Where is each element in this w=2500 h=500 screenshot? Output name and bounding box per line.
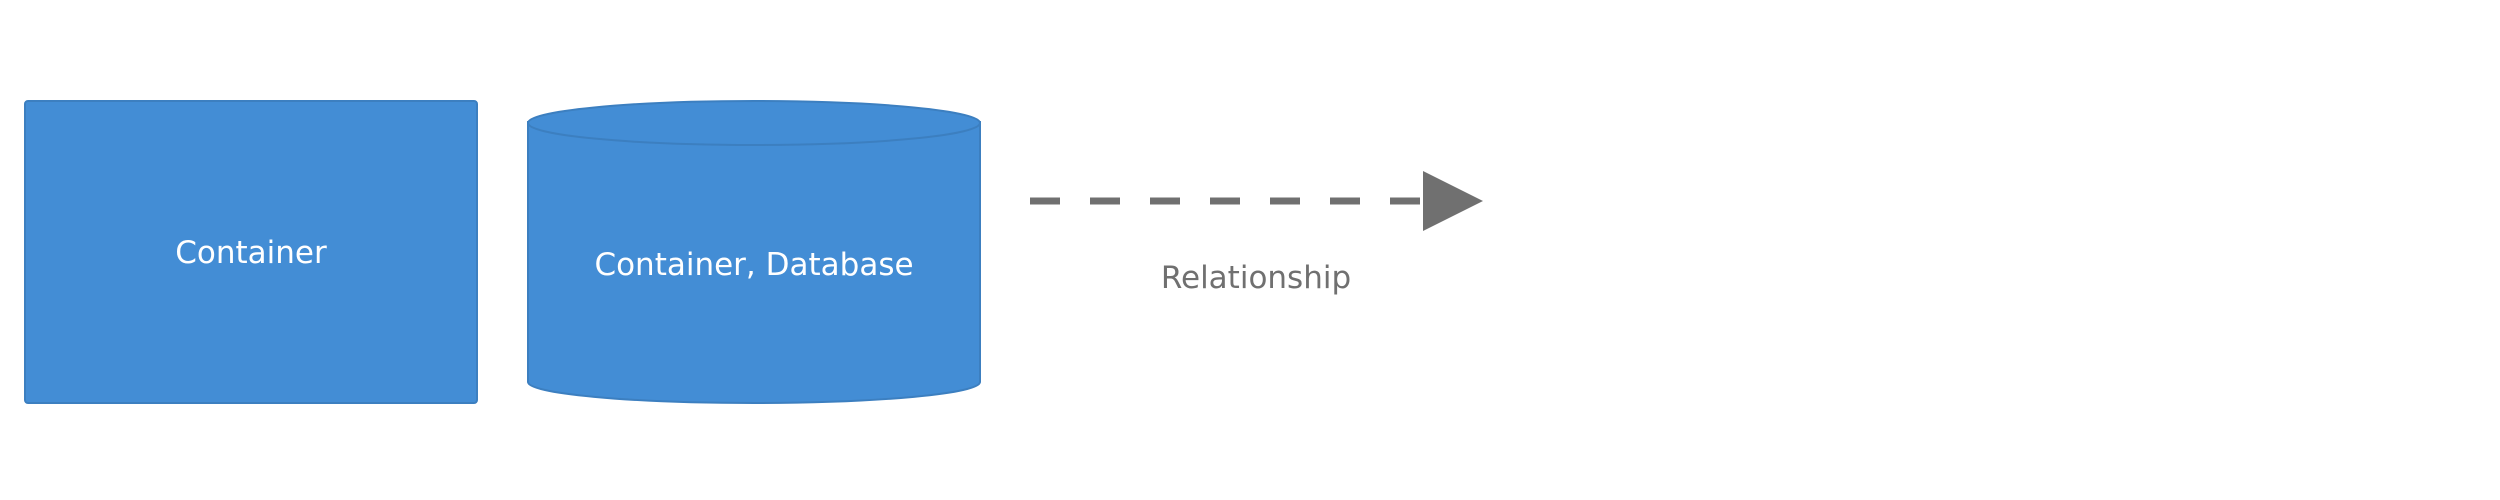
container-shape	[24, 100, 478, 404]
relationship-label: Relationship	[1161, 260, 1351, 296]
relationship-arrowhead	[1423, 171, 1483, 231]
container-label: Container	[175, 235, 327, 271]
database-cylinder-body	[527, 121, 981, 404]
database-cylinder-top	[527, 100, 981, 146]
container-node[interactable]: Container	[24, 100, 478, 404]
database-node[interactable]: Container, Database	[527, 100, 981, 404]
database-label: Container, Database	[594, 247, 913, 283]
relationship-edge[interactable]: Relationship	[1030, 171, 1483, 296]
